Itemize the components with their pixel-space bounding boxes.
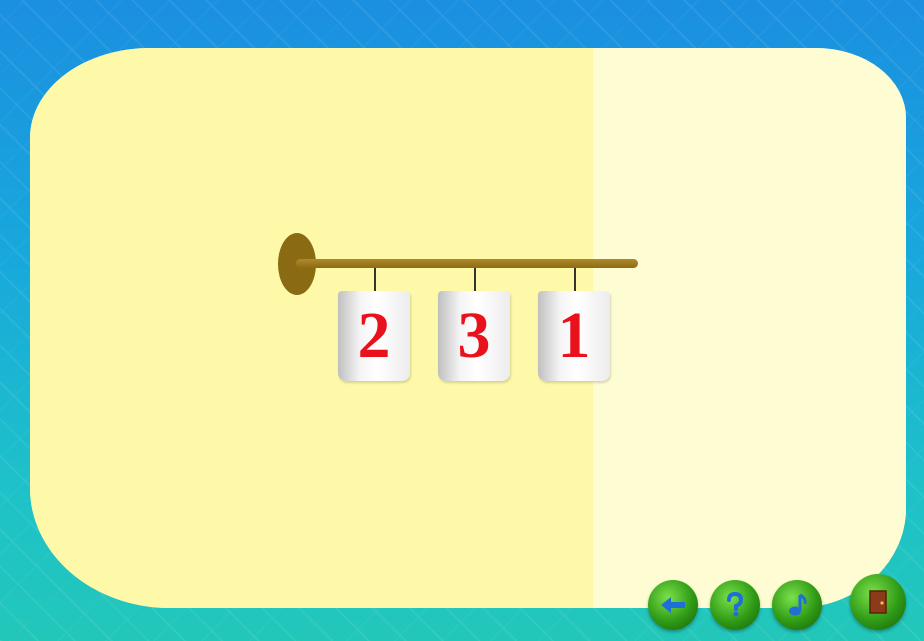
number-card[interactable]: 2 [338, 291, 410, 381]
music-button[interactable] [772, 580, 822, 630]
board-right-panel [593, 48, 906, 608]
number-card[interactable]: 1 [538, 291, 610, 381]
card-string [374, 268, 376, 292]
card-string [474, 268, 476, 292]
exit-door-icon [867, 589, 889, 615]
hanging-rod [296, 259, 638, 268]
card-digit: 1 [558, 303, 591, 369]
number-card[interactable]: 3 [438, 291, 510, 381]
music-note-icon [786, 592, 808, 618]
help-button[interactable] [710, 580, 760, 630]
card-digit: 3 [458, 303, 491, 369]
help-icon [724, 592, 746, 618]
back-arrow-icon [659, 594, 687, 616]
exit-button[interactable] [850, 574, 906, 630]
back-button[interactable] [648, 580, 698, 630]
card-digit: 2 [358, 303, 391, 369]
card-string [574, 268, 576, 292]
